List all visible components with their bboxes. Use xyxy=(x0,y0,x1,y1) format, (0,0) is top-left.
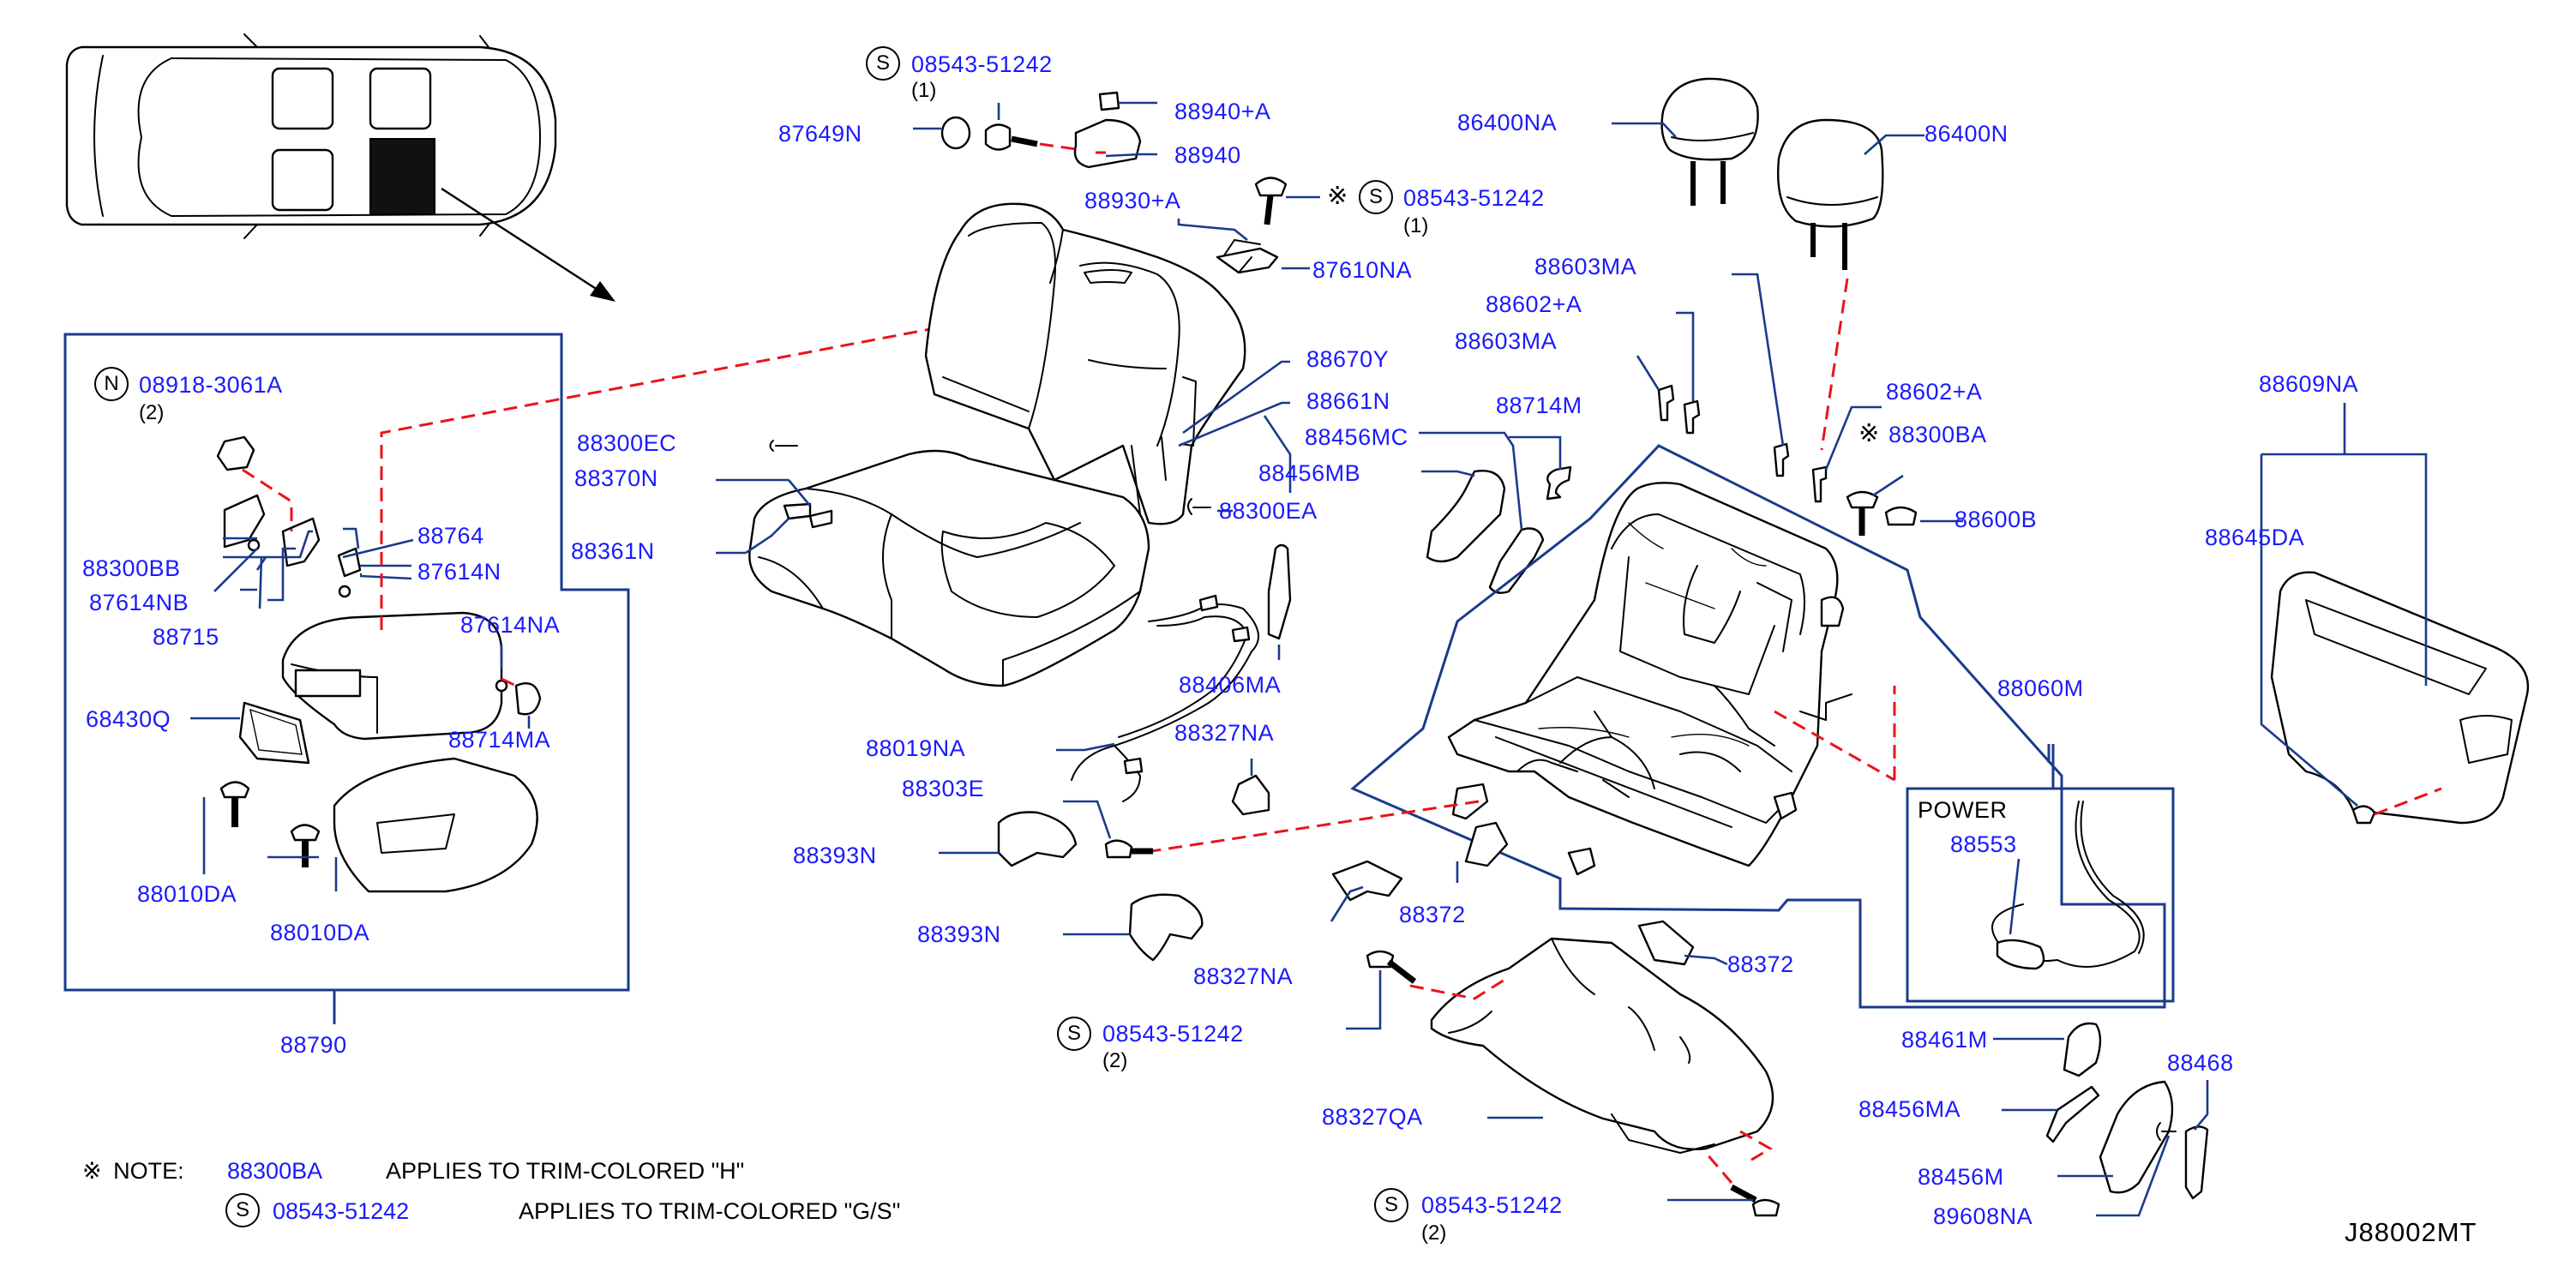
note-part-08543[interactable]: 08543-51242 xyxy=(273,1198,410,1224)
armrest-inset xyxy=(63,314,1004,1024)
note-text-b: APPLIES TO TRIM-COLORED "G/S" xyxy=(519,1198,901,1224)
service-mark-s: S xyxy=(866,46,900,81)
label-88300BA[interactable]: 88300BA xyxy=(1888,422,1987,447)
power-harness-box xyxy=(1906,744,2175,1003)
note-part-88300BA[interactable]: 88300BA xyxy=(227,1158,323,1184)
note-text-a: APPLIES TO TRIM-COLORED "H" xyxy=(386,1158,745,1184)
note-mark: ※ xyxy=(82,1158,102,1184)
headrests xyxy=(1612,77,1924,451)
label-87614NB[interactable]: 87614NB xyxy=(89,590,189,615)
qty-08543-mid: (1) xyxy=(1403,214,1429,237)
qty-08543-bot: (2) xyxy=(1421,1221,1447,1245)
label-87610NA[interactable]: 87610NA xyxy=(1312,257,1413,283)
label-88670Y[interactable]: 88670Y xyxy=(1306,346,1390,372)
label-88010DA-b[interactable]: 88010DA xyxy=(270,920,370,945)
label-88790[interactable]: 88790 xyxy=(280,1032,347,1058)
label-86400NA[interactable]: 86400NA xyxy=(1457,110,1558,135)
label-88553[interactable]: 88553 xyxy=(1950,831,2017,857)
label-88603MA-a[interactable]: 88603MA xyxy=(1534,254,1637,279)
side-trim-parts xyxy=(1993,1022,2209,1217)
power-label: POWER xyxy=(1918,797,2008,823)
label-88300EC[interactable]: 88300EC xyxy=(577,430,677,456)
label-88060M[interactable]: 88060M xyxy=(1997,675,2084,701)
rear-seat-assembly xyxy=(716,202,1292,687)
label-88361N[interactable]: 88361N xyxy=(571,538,655,564)
label-88602-plus-a-a[interactable]: 88602+A xyxy=(1486,291,1582,317)
service-mark-s-bot: S xyxy=(1374,1188,1408,1222)
label-87614N[interactable]: 87614N xyxy=(417,559,501,585)
label-88327NA-a[interactable]: 88327NA xyxy=(1174,720,1275,746)
label-88602-plus-a-b[interactable]: 88602+A xyxy=(1886,379,1983,405)
label-88609NA[interactable]: 88609NA xyxy=(2259,371,2359,397)
label-88393N-b[interactable]: 88393N xyxy=(917,921,1001,947)
label-88930-plus-a[interactable]: 88930+A xyxy=(1084,188,1181,213)
label-08543-51242-top[interactable]: 08543-51242 xyxy=(911,51,1053,77)
seat-frame xyxy=(1104,444,2166,1009)
diagram-reference-code: J88002MT xyxy=(2345,1217,2477,1247)
label-88714MA[interactable]: 88714MA xyxy=(448,727,551,753)
label-88372-a[interactable]: 88372 xyxy=(1399,902,1466,927)
label-87614NA[interactable]: 87614NA xyxy=(460,612,561,638)
label-08543-51242-mid[interactable]: 08543-51242 xyxy=(1403,185,1545,211)
ref-mark-mid: ※ xyxy=(1327,183,1348,210)
label-89608NA[interactable]: 89608NA xyxy=(1933,1203,2033,1229)
label-88300BB[interactable]: 88300BB xyxy=(82,555,181,581)
service-mark-n: N xyxy=(94,367,129,401)
qty-08543-top: (1) xyxy=(911,79,937,102)
top-fastener-parts xyxy=(913,91,1320,274)
label-88764[interactable]: 88764 xyxy=(417,523,484,549)
label-88940-plus-a[interactable]: 88940+A xyxy=(1174,99,1271,124)
seat-back-guides xyxy=(1419,273,2530,825)
label-88303E[interactable]: 88303E xyxy=(902,776,985,801)
label-88406MA[interactable]: 88406MA xyxy=(1179,672,1282,698)
label-88327NA-b[interactable]: 88327NA xyxy=(1193,963,1294,989)
label-88940[interactable]: 88940 xyxy=(1174,142,1241,168)
service-mark-s-mid: S xyxy=(1359,180,1393,214)
label-88010DA-a[interactable]: 88010DA xyxy=(137,881,237,907)
label-88715[interactable]: 88715 xyxy=(153,624,219,650)
label-88456MB[interactable]: 88456MB xyxy=(1258,460,1361,486)
label-68430Q[interactable]: 68430Q xyxy=(86,706,171,732)
label-88372-b[interactable]: 88372 xyxy=(1727,951,1794,977)
label-88019NA[interactable]: 88019NA xyxy=(866,735,966,761)
label-08918-3061A[interactable]: 08918-3061A xyxy=(139,372,283,398)
label-88456MC[interactable]: 88456MC xyxy=(1305,424,1408,450)
vehicle-thumbnail xyxy=(65,33,615,302)
label-88600B[interactable]: 88600B xyxy=(1955,507,2038,532)
label-88393N-a[interactable]: 88393N xyxy=(793,843,877,868)
note-service-mark-s: S xyxy=(225,1193,260,1227)
label-88300EA[interactable]: 88300EA xyxy=(1219,498,1318,524)
label-88661N[interactable]: 88661N xyxy=(1306,388,1390,414)
label-88327QA[interactable]: 88327QA xyxy=(1322,1104,1423,1130)
qty-08543-low: (2) xyxy=(1102,1049,1128,1072)
label-88456M[interactable]: 88456M xyxy=(1918,1164,2004,1190)
service-mark-s-low: S xyxy=(1057,1017,1091,1051)
qty-08918: (2) xyxy=(139,401,165,424)
label-87649N[interactable]: 87649N xyxy=(778,121,862,147)
label-86400N[interactable]: 86400N xyxy=(1924,121,2009,147)
harness-and-covers xyxy=(939,543,1292,962)
ref-mark-88300BA: ※ xyxy=(1858,420,1880,447)
label-08543-51242-bot[interactable]: 08543-51242 xyxy=(1421,1192,1563,1218)
label-88456MA[interactable]: 88456MA xyxy=(1858,1096,1961,1122)
label-88370N[interactable]: 88370N xyxy=(574,465,658,491)
note-line-1: ※ NOTE: xyxy=(82,1160,184,1183)
label-08543-51242-low[interactable]: 08543-51242 xyxy=(1102,1021,1244,1047)
label-88461M[interactable]: 88461M xyxy=(1901,1027,1988,1053)
label-88714M[interactable]: 88714M xyxy=(1496,393,1582,418)
label-88468[interactable]: 88468 xyxy=(2167,1050,2234,1076)
lower-covers xyxy=(1330,821,1780,1217)
label-88645DA[interactable]: 88645DA xyxy=(2205,525,2305,550)
label-88603MA-b[interactable]: 88603MA xyxy=(1455,328,1558,354)
note-heading: NOTE: xyxy=(113,1158,184,1184)
